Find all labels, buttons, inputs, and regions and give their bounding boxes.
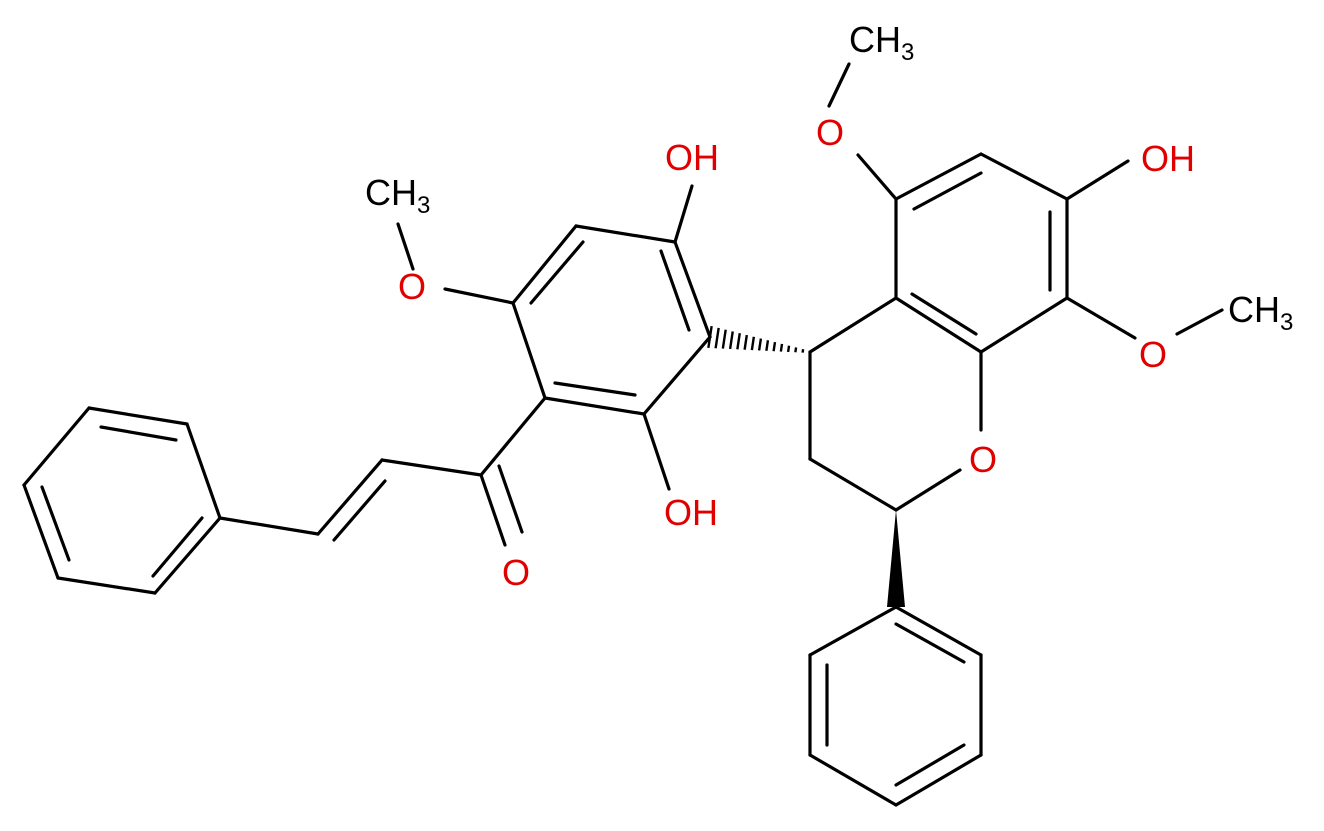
methyl-left-ch: CH: [365, 172, 417, 213]
atom-label-methoxy-top-carbon: CH3: [849, 19, 914, 66]
hashed-stereo-bond-segment: [779, 343, 784, 352]
bond-ring-b-5: [979, 296, 1069, 354]
bond-ring-b-2: [894, 152, 983, 201]
hashed-stereo-bond-segment: [743, 334, 749, 350]
bond-ring-b-3: [979, 152, 1069, 201]
bond-methoxy-top-c: [827, 62, 851, 108]
bond-phenyl-left-5: [87, 406, 189, 426]
atom-label-hydroxyl-upper-right: OH: [1141, 138, 1195, 179]
hashed-stereo-bond-segment: [721, 329, 727, 349]
bond-methoxy-right-c: [1175, 308, 1224, 336]
bond-phenyl-left-inner-2: [151, 516, 204, 578]
methyl-right-ch: CH: [1228, 289, 1280, 330]
bond-carbonyl-2: [497, 464, 524, 534]
bond-hydroxyl-low: [642, 412, 671, 491]
bond-phenyl-low-6: [808, 605, 898, 657]
bond-ring-b-inner-3: [910, 292, 978, 336]
methyl-left-subscript: 3: [417, 192, 430, 219]
atom-label-methoxy-top-oxygen: O: [816, 112, 844, 153]
bond-phenyl-left-4: [185, 422, 222, 520]
atom-label-methoxy-right-oxygen: O: [1139, 334, 1167, 375]
stereo-bonds: [707, 325, 905, 607]
atom-label-methoxy-right-carbon: CH3: [1228, 289, 1293, 336]
bond-lines: [22, 62, 1224, 807]
bond-chain-4: [479, 396, 547, 477]
bond-pyran-3: [894, 468, 962, 512]
bond-ring-a-5: [642, 335, 712, 416]
bond-ring-a-1: [511, 301, 547, 400]
bond-phenyl-left-1: [22, 483, 60, 580]
bond-chain-3: [380, 458, 483, 477]
hashed-stereo-bond-segment: [757, 338, 763, 351]
hashed-stereo-bond-segment: [728, 331, 734, 350]
bond-ring-a-6: [543, 396, 646, 416]
bond-methoxy-left-c: [396, 222, 415, 271]
bond-phenyl-low-3: [894, 753, 983, 807]
bond-ring-a-4: [673, 240, 712, 339]
bond-phenyl-low-4: [808, 753, 898, 807]
bond-hydroxyl-right: [1065, 159, 1130, 201]
atom-label-methoxy-left-oxygen: O: [398, 266, 426, 307]
bond-phenyl-left-2: [56, 576, 157, 595]
solid-wedge-bond: [887, 510, 905, 607]
atom-labels: O O OH OH OH O CH3 O CH3 O CH3: [365, 19, 1293, 593]
bond-ring-a-inner-1: [529, 240, 585, 305]
bond-methoxy-top-o: [856, 153, 898, 201]
hashed-stereo-bond-segment: [786, 345, 791, 353]
bond-ring-a-3: [574, 224, 677, 244]
bond-chain-1: [218, 516, 320, 536]
hashed-stereo-bond-segment: [750, 336, 756, 351]
bond-pyran-5: [894, 296, 983, 354]
bond-ring-a-inner-2: [659, 249, 691, 332]
atom-label-ring-oxygen: O: [969, 439, 997, 480]
atom-label-hydroxyl-upper-middle: OH: [665, 137, 719, 178]
hashed-stereo-bond-segment: [714, 327, 720, 349]
atom-label-carbonyl-oxygen: O: [502, 552, 530, 593]
bond-chain-double: [332, 479, 387, 542]
bond-phenyl-left-inner-3: [99, 425, 178, 442]
bond-hydroxyl-top: [673, 184, 694, 244]
hashed-stereo-bond-segment: [736, 333, 741, 350]
atom-label-hydroxyl-lower-middle: OH: [664, 492, 718, 533]
hashed-stereo-bond-segment: [765, 340, 770, 351]
hashed-stereo-bond-segment: [794, 347, 798, 353]
bond-pyran-6: [808, 296, 898, 354]
bond-phenyl-left-6: [22, 406, 91, 487]
bond-methoxy-right-o: [1065, 296, 1137, 340]
bond-phenyl-low-inner-1: [894, 622, 966, 664]
bond-phenyl-low-1: [894, 605, 983, 657]
bond-chain-2: [316, 458, 384, 536]
hashed-stereo-bond-segment: [707, 325, 713, 349]
methyl-top-ch: CH: [849, 19, 901, 60]
hashed-stereo-bond-segment: [801, 349, 805, 353]
bond-phenyl-low-inner-2: [894, 743, 966, 787]
bond-ring-a-inner-3: [553, 381, 637, 397]
bond-ring-b-inner-1: [912, 171, 983, 211]
methyl-right-subscript: 3: [1280, 309, 1293, 336]
bond-ring-a-2: [511, 224, 578, 305]
hashed-stereo-bond-segment: [772, 341, 777, 352]
methyl-top-subscript: 3: [901, 39, 914, 66]
bond-phenyl-left-3: [153, 516, 222, 595]
bond-pyran-2: [808, 457, 898, 512]
bond-methoxy-left-o: [443, 287, 515, 305]
atom-label-methoxy-left-carbon: CH3: [365, 172, 430, 219]
bond-phenyl-left-inner-1: [40, 485, 71, 562]
bond-carbonyl-1: [479, 473, 507, 547]
